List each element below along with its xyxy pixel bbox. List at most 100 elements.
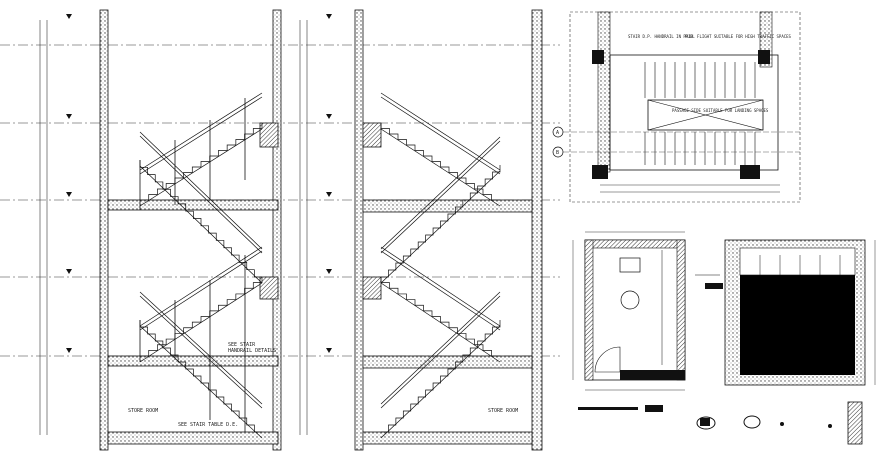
level-marker-icon xyxy=(326,269,332,274)
symbol-icon xyxy=(780,422,784,426)
door-swing xyxy=(594,346,621,373)
handrail xyxy=(139,96,263,175)
stair-soffit xyxy=(380,128,501,207)
column xyxy=(758,50,770,64)
left-stair-section: SEE STAIR HANDRAIL DETAILS STORE ROOM SE… xyxy=(0,9,560,451)
shaft-top xyxy=(739,247,856,276)
stair-soffit xyxy=(380,325,501,439)
landing-slab xyxy=(259,276,279,300)
chair xyxy=(620,290,640,310)
handrail xyxy=(139,131,263,250)
handrail xyxy=(139,250,263,331)
symbol-icon xyxy=(828,424,832,428)
level-marker-icon xyxy=(326,192,332,197)
room-wall-bottom xyxy=(620,370,685,380)
handrail xyxy=(380,291,501,405)
floor-slab xyxy=(362,199,533,213)
stair-flight xyxy=(139,320,262,433)
plan-well-cross xyxy=(647,99,764,131)
floor-slab xyxy=(107,199,279,211)
stair-note: SEE STAIR xyxy=(228,342,256,348)
stair-soffit xyxy=(139,282,263,363)
stair-flight xyxy=(381,320,501,433)
room-wall-top xyxy=(584,239,686,249)
plan-frame xyxy=(569,11,801,203)
stair-soffit xyxy=(139,325,263,439)
floor-slab xyxy=(107,355,279,367)
stair-soffit xyxy=(380,170,501,284)
level-marker-icon xyxy=(66,114,72,119)
plan-note: FULL FLIGHT SUITABLE FOR HIGH TRAFFIC SP… xyxy=(685,34,792,39)
room-wall-left xyxy=(584,239,594,381)
middle-stair-section: STORE ROOM xyxy=(354,9,543,451)
handrail xyxy=(139,92,263,171)
landing-slab xyxy=(362,122,382,148)
stair-plan: A B STAIR D.P. HANDRAIL IN PAIR FULL FLI… xyxy=(552,11,801,203)
stair-flight xyxy=(381,165,501,278)
column xyxy=(740,165,760,179)
wall-right xyxy=(272,9,282,451)
handrail xyxy=(380,140,501,254)
wall-left xyxy=(354,9,364,451)
symbol-icon xyxy=(743,415,761,429)
level-marker-icon xyxy=(66,269,72,274)
handrail xyxy=(380,246,501,327)
bottom-note: SEE STAIR TABLE D.E. xyxy=(178,422,238,428)
level-marker-icon xyxy=(66,348,72,353)
scale-bar-block xyxy=(645,405,663,412)
stair-soffit xyxy=(139,165,263,284)
column xyxy=(592,165,608,179)
handrail xyxy=(380,250,501,331)
handrail xyxy=(139,135,263,254)
plan-note: PASSAGE SIDE SUITABLE FOR LANDING SPACES xyxy=(672,108,769,113)
floor-slab xyxy=(107,431,279,445)
scale-bar xyxy=(578,407,638,410)
room-outline xyxy=(584,239,686,381)
floor-slab xyxy=(362,355,533,369)
grid-label-a: A xyxy=(556,130,559,136)
stair-flight xyxy=(139,160,262,278)
handrail xyxy=(380,92,501,171)
symbol-icon xyxy=(696,416,716,430)
handrail xyxy=(139,291,263,405)
stair-flight xyxy=(140,123,263,201)
handrail xyxy=(139,246,263,327)
room-label: STORE ROOM xyxy=(488,408,518,414)
level-marker-icon xyxy=(326,114,332,119)
plan-stairwell xyxy=(609,54,779,171)
plan-well xyxy=(647,99,764,131)
stair-flight xyxy=(140,277,263,357)
handrail xyxy=(380,136,501,250)
level-marker-icon xyxy=(66,192,72,197)
wall-right xyxy=(531,9,543,451)
stair-soffit xyxy=(380,282,501,363)
floor-slab xyxy=(362,431,533,445)
handrail xyxy=(139,295,263,409)
level-marker-icon xyxy=(326,14,332,19)
column xyxy=(592,50,604,64)
stair-flight xyxy=(380,123,500,201)
handrail xyxy=(380,96,501,175)
level-marker-icon xyxy=(66,14,72,19)
landing-slab xyxy=(362,276,382,300)
stair-soffit xyxy=(139,128,263,207)
desk xyxy=(619,257,641,273)
room-plan xyxy=(572,231,723,391)
detail-mark xyxy=(705,283,723,289)
handrail xyxy=(380,295,501,409)
grid-label-b: B xyxy=(556,150,559,156)
wall-left xyxy=(99,9,109,451)
shaft-fill xyxy=(740,275,855,375)
detail-block-icon xyxy=(847,401,863,445)
plan-wall xyxy=(597,11,611,173)
shaft-section xyxy=(724,239,876,386)
room-label: STORE ROOM xyxy=(128,408,158,414)
handrail-note: HANDRAIL DETAILS xyxy=(228,348,276,354)
plan-note: STAIR D.P. HANDRAIL IN PAIR xyxy=(628,34,694,39)
landing-slab xyxy=(259,122,279,148)
level-marker-icon xyxy=(326,348,332,353)
room-wall-right xyxy=(676,239,686,381)
legend-symbols xyxy=(578,401,863,445)
symbol-icon xyxy=(700,418,710,426)
